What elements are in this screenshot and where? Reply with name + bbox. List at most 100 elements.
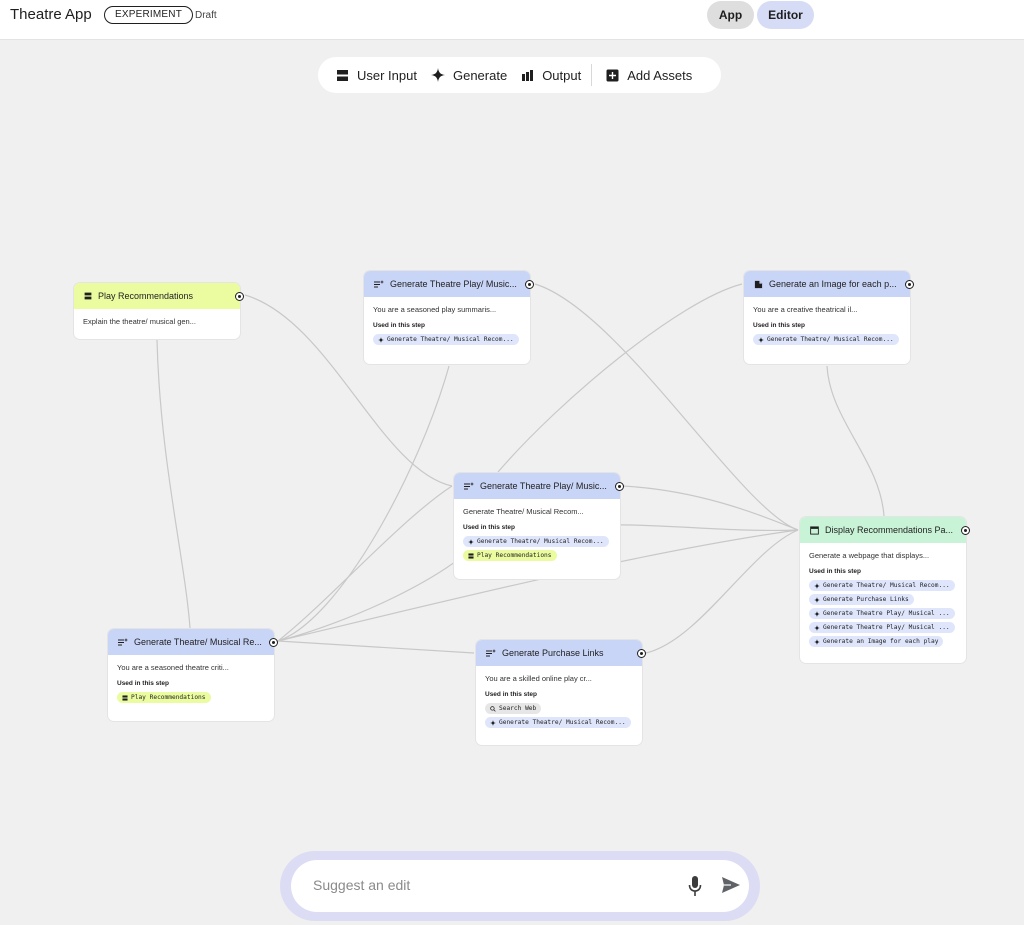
app-title: Theatre App xyxy=(10,6,92,23)
output-port[interactable] xyxy=(235,292,244,301)
step-chip[interactable]: Generate Theatre Play/ Musical ... xyxy=(809,608,955,619)
generate-details-node[interactable]: Generate Theatre Play/ Music... Generate… xyxy=(454,473,624,579)
node-description: Generate Theatre/ Musical Recom... xyxy=(463,507,584,516)
step-chip[interactable]: Search Web xyxy=(485,703,542,714)
output-port[interactable] xyxy=(525,280,534,289)
chip-label: Generate Purchase Links xyxy=(823,596,909,603)
edge xyxy=(156,339,191,629)
send-icon[interactable] xyxy=(721,876,741,894)
chip-label: Generate Theatre Play/ Musical ... xyxy=(823,610,950,617)
used-in-step-label: Used in this step xyxy=(463,524,516,531)
sparkle-icon xyxy=(378,336,384,343)
step-chip[interactable]: Generate Theatre Play/ Musical ... xyxy=(809,622,955,633)
node-header[interactable]: Display Recommendations Pa... xyxy=(800,517,970,543)
editor-tab[interactable]: Editor xyxy=(757,1,814,29)
chip-label: Generate Theatre/ Musical Recom... xyxy=(823,582,950,589)
output-port[interactable] xyxy=(905,280,914,289)
node-header[interactable]: Generate Theatre/ Musical Re... xyxy=(108,629,278,655)
sparkle-icon xyxy=(814,596,820,603)
user-input-label: User Input xyxy=(357,67,417,83)
generate-summary-node[interactable]: Generate Theatre Play/ Music... You are … xyxy=(364,271,534,364)
generate-recommendations-node[interactable]: Generate Theatre/ Musical Re... You are … xyxy=(108,629,278,721)
toolbar-divider xyxy=(591,64,593,86)
chip-label: Play Recommendations xyxy=(477,552,552,559)
display-recommendations-node[interactable]: Display Recommendations Pa... Generate a… xyxy=(800,517,970,663)
output-port[interactable] xyxy=(269,638,278,647)
chip-label: Generate an Image for each play xyxy=(823,638,939,645)
add-assets-label: Add Assets xyxy=(627,67,693,83)
output-port[interactable] xyxy=(961,526,970,535)
edge xyxy=(497,283,743,473)
generate-tool[interactable]: Generate xyxy=(430,57,508,93)
user-input-tool[interactable]: User Input xyxy=(336,57,417,93)
edge xyxy=(826,365,885,517)
node-toolbar: User Input Generate Output Add Assets xyxy=(318,57,721,93)
node-title: Generate Theatre/ Musical Re... xyxy=(134,637,262,647)
step-chip[interactable]: Generate Theatre/ Musical Recom... xyxy=(809,580,955,591)
suggest-placeholder: Suggest an edit xyxy=(313,877,411,893)
node-header[interactable]: Generate Theatre Play/ Music... xyxy=(454,473,624,499)
node-header[interactable]: Generate Theatre Play/ Music... xyxy=(364,271,534,297)
node-header[interactable]: Play Recommendations xyxy=(74,283,244,309)
draft-status: Draft xyxy=(195,10,217,21)
sparkle-icon xyxy=(814,638,820,645)
sparkle-icon xyxy=(814,582,820,589)
output-icon xyxy=(522,69,534,81)
experiment-badge: EXPERIMENT xyxy=(104,6,194,24)
generate-purchase-links-node[interactable]: Generate Purchase Links You are a skille… xyxy=(476,640,646,745)
step-chip[interactable]: Generate Theatre/ Musical Recom... xyxy=(373,334,519,345)
app-tab[interactable]: App xyxy=(707,1,754,29)
user-input-icon xyxy=(337,69,348,81)
add-assets-tool[interactable]: Add Assets xyxy=(606,57,692,93)
used-in-step-label: Used in this step xyxy=(373,322,426,329)
edge xyxy=(277,365,450,642)
output-tool[interactable]: Output xyxy=(521,57,581,93)
chip-label: Generate Theatre Play/ Musical ... xyxy=(823,624,950,631)
search-icon xyxy=(490,705,496,712)
chip-label: Generate Theatre/ Musical Recom... xyxy=(499,719,626,726)
output-port[interactable] xyxy=(615,482,624,491)
used-in-step-label: Used in this step xyxy=(117,680,170,687)
step-chip[interactable]: Generate an Image for each play xyxy=(809,636,944,647)
suggest-edit-input[interactable]: Suggest an edit xyxy=(291,860,749,912)
step-chip[interactable]: Play Recommendations xyxy=(117,692,211,703)
user-input-icon xyxy=(84,292,92,300)
used-in-step-label: Used in this step xyxy=(753,322,806,329)
generate-label: Generate xyxy=(452,67,508,83)
text-generate-icon xyxy=(118,637,128,645)
text-generate-icon xyxy=(374,279,384,287)
node-description: You are a skilled online play cr... xyxy=(485,674,592,683)
step-chip[interactable]: Play Recommendations xyxy=(463,550,557,561)
top-bar: Theatre App EXPERIMENT Draft App Editor xyxy=(0,0,1024,40)
generate-image-node[interactable]: Generate an Image for each p... You are … xyxy=(744,271,914,364)
sparkle-icon xyxy=(758,336,764,343)
step-chip[interactable]: Generate Theatre/ Musical Recom... xyxy=(753,334,899,345)
chip-label: Generate Theatre/ Musical Recom... xyxy=(387,336,514,343)
add-box-icon xyxy=(606,69,619,81)
node-description: You are a creative theatrical il... xyxy=(753,305,858,314)
used-in-step-label: Used in this step xyxy=(485,691,538,698)
suggest-edit-panel: Suggest an edit xyxy=(280,851,760,921)
edge xyxy=(645,529,799,654)
play-recommendations-node[interactable]: Play Recommendations Explain the theatre… xyxy=(74,283,244,339)
chip-label: Generate Theatre/ Musical Recom... xyxy=(767,336,894,343)
step-chip[interactable]: Generate Purchase Links xyxy=(809,594,914,605)
step-chip[interactable]: Generate Theatre/ Musical Recom... xyxy=(485,717,631,728)
node-description: You are a seasoned theatre criti... xyxy=(117,663,229,672)
node-title: Generate Theatre Play/ Music... xyxy=(480,481,607,491)
step-chip[interactable]: Generate Theatre/ Musical Recom... xyxy=(463,536,609,547)
sparkle-icon xyxy=(814,610,820,617)
node-description: Explain the theatre/ musical gen... xyxy=(83,317,196,326)
user-input-icon xyxy=(468,552,474,559)
sparkle-icon xyxy=(430,68,445,82)
node-header[interactable]: Generate Purchase Links xyxy=(476,640,646,666)
node-title: Play Recommendations xyxy=(98,291,194,301)
sparkle-icon xyxy=(814,624,820,631)
edge xyxy=(277,640,475,654)
microphone-icon[interactable] xyxy=(688,875,702,897)
node-description: You are a seasoned play summaris... xyxy=(373,305,497,314)
node-title: Generate Theatre Play/ Music... xyxy=(390,279,517,289)
node-header[interactable]: Generate an Image for each p... xyxy=(744,271,914,297)
output-port[interactable] xyxy=(637,649,646,658)
